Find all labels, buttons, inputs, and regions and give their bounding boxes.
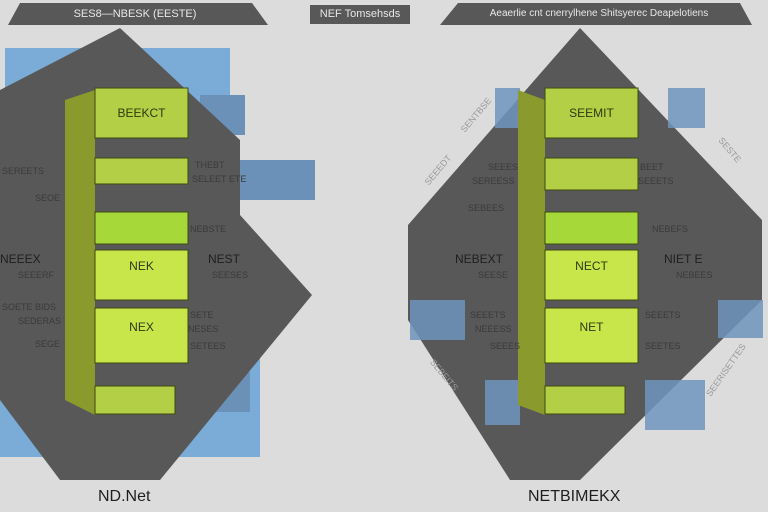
right-side-label: SEEES bbox=[490, 341, 521, 351]
left-side-label: SEESES bbox=[212, 270, 249, 280]
banner-left: SES8—NBESK (EESTE) bbox=[73, 8, 197, 20]
left-box-1-label: BEEKCT bbox=[117, 106, 166, 120]
right-side-label: BEET bbox=[640, 162, 664, 172]
right-side-label: SEEETS bbox=[645, 310, 681, 320]
right-box-2-label: NECT bbox=[575, 259, 608, 273]
right-side-label: SEEETS bbox=[638, 176, 674, 186]
left-side-label: SEGE bbox=[35, 339, 61, 349]
banner-right-shape bbox=[440, 3, 752, 25]
right-side-label: NEBEES bbox=[676, 270, 713, 280]
left-box-3-label: NEX bbox=[129, 320, 154, 334]
right-side-panel bbox=[518, 90, 545, 415]
left-side-label: THEBT bbox=[195, 160, 225, 170]
right-footer-label: NETBIMEKX bbox=[528, 488, 621, 505]
left-side-panel bbox=[65, 90, 95, 415]
left-stack bbox=[94, 87, 189, 415]
banner-center-shape bbox=[310, 5, 410, 24]
banner-left-shape bbox=[8, 3, 268, 25]
right-side-label: SEREESS bbox=[472, 176, 515, 186]
right-side-label: SEEETS bbox=[470, 310, 506, 320]
left-side-label: SEEERF bbox=[18, 270, 55, 280]
banner-center: NEF Tomsehsds bbox=[319, 8, 401, 20]
left-side-label: SELEET ETE bbox=[192, 174, 247, 184]
right-side-label: NEBEXT bbox=[455, 252, 504, 266]
right-side-label: SEBEES bbox=[468, 203, 505, 213]
left-side-label: NESES bbox=[188, 324, 219, 334]
right-side-label: NEBEFS bbox=[652, 224, 689, 234]
left-side-label: NEEEX bbox=[0, 252, 41, 266]
left-side-label: SETE bbox=[190, 310, 214, 320]
right-side-label: NEEESS bbox=[475, 324, 512, 334]
right-box-3-label: NET bbox=[579, 320, 604, 334]
right-side-label: SEEES bbox=[488, 162, 519, 172]
right-side-label: NIET E bbox=[664, 252, 703, 266]
right-stack bbox=[544, 87, 639, 415]
left-side-label: SOETE BIDS bbox=[2, 302, 57, 312]
right-blue-plates bbox=[410, 88, 763, 430]
left-side-label: SETEES bbox=[190, 341, 226, 351]
left-side-label: NEST bbox=[208, 252, 241, 266]
right-side-label: SEETES bbox=[645, 341, 681, 351]
left-box-2-label: NEK bbox=[129, 259, 154, 273]
banner-right: Aeaerlie cnt cnerrylhene Shitsyerec Deap… bbox=[489, 8, 709, 19]
left-side-label: SEREETS bbox=[2, 166, 45, 176]
right-box-1-label: SEEMIT bbox=[569, 106, 614, 120]
right-side-label: SEESE bbox=[478, 270, 509, 280]
left-footer-label: ND.Net bbox=[98, 488, 151, 505]
left-side-label: SEDERAS bbox=[18, 316, 62, 326]
left-side-label: SEOE bbox=[35, 193, 61, 203]
left-side-label: NEBSTE bbox=[190, 224, 227, 234]
